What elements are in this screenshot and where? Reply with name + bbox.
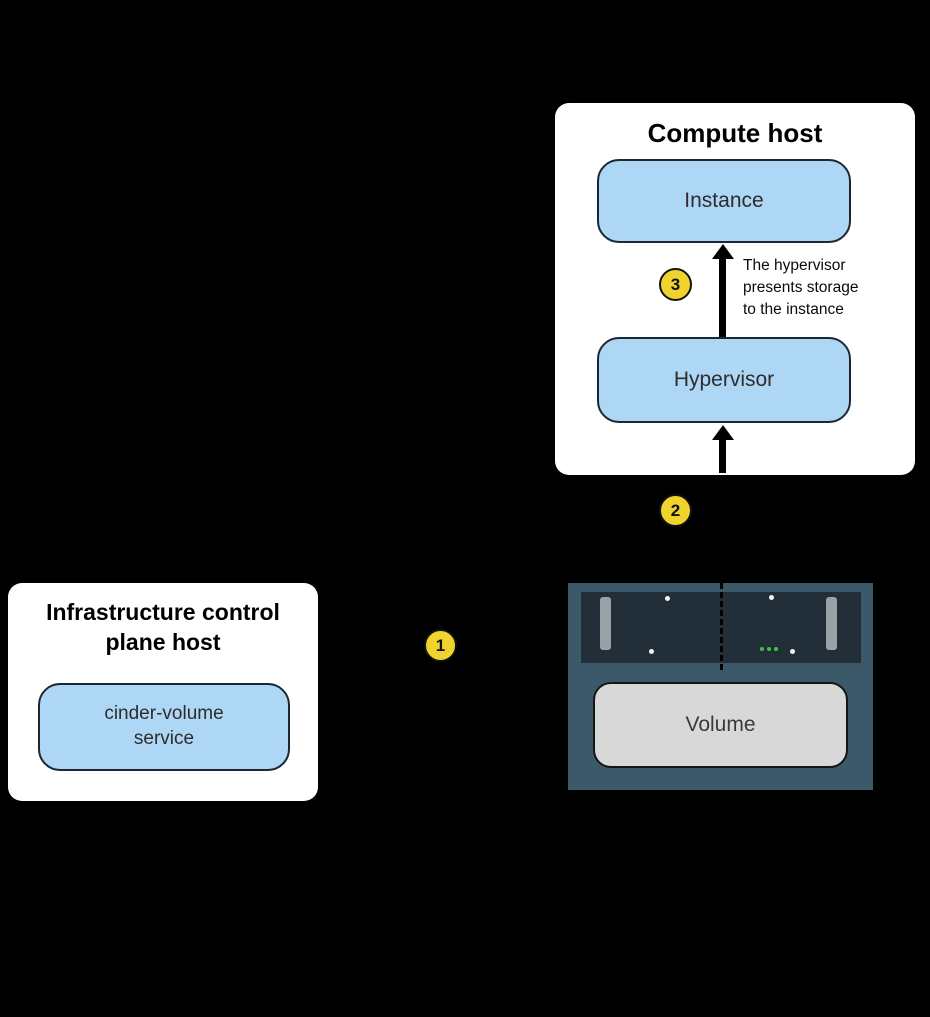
arrow-hypervisor-to-instance-head bbox=[712, 244, 734, 259]
hypervisor-label: Hypervisor bbox=[673, 368, 775, 391]
led-dot bbox=[790, 649, 795, 654]
annotation-line-1: The hypervisor bbox=[743, 257, 846, 274]
step-badge-1: 1 bbox=[424, 629, 457, 662]
cinder-volume-service-box: cinder-volume service bbox=[38, 683, 290, 771]
compute-host-box: Compute host Instance 3 The hypervisor p… bbox=[555, 103, 915, 475]
step-badge-3: 3 bbox=[659, 268, 692, 301]
storage-device: Volume bbox=[568, 583, 873, 790]
led-green-dot bbox=[760, 647, 764, 651]
annotation-line-2: presents storage bbox=[743, 279, 859, 296]
step-badge-2-number: 2 bbox=[670, 500, 681, 520]
arrow-storage-to-hypervisor-shaft bbox=[719, 438, 726, 473]
step-badge-2: 2 bbox=[659, 494, 692, 527]
annotation-text: The hypervisor presents storage to the i… bbox=[743, 255, 913, 321]
arrow-storage-to-hypervisor-head bbox=[712, 425, 734, 440]
dashed-divider bbox=[720, 583, 723, 670]
drive-bar-right bbox=[826, 597, 837, 650]
annotation-line-3: to the instance bbox=[743, 301, 844, 318]
led-green-dot bbox=[774, 647, 778, 651]
volume-box: Volume bbox=[593, 682, 848, 768]
instance-label: Instance bbox=[684, 189, 764, 212]
led-dot bbox=[649, 649, 654, 654]
volume-label: Volume bbox=[685, 713, 756, 736]
step-badge-3-number: 3 bbox=[670, 274, 681, 294]
drive-bar-left bbox=[600, 597, 611, 650]
led-green-dot bbox=[767, 647, 771, 651]
control-plane-host-title: Infrastructure control plane host bbox=[46, 599, 280, 655]
arrow-hypervisor-to-instance-shaft bbox=[719, 257, 726, 337]
led-dot bbox=[769, 595, 774, 600]
control-plane-host-box: Infrastructure control plane host cinder… bbox=[8, 583, 318, 801]
step-badge-1-number: 1 bbox=[435, 635, 446, 655]
cinder-volume-service-label: cinder-volume service bbox=[104, 703, 224, 749]
compute-host-title: Compute host bbox=[647, 118, 823, 148]
hypervisor-box: Hypervisor bbox=[597, 337, 851, 423]
led-dot bbox=[665, 596, 670, 601]
instance-box: Instance bbox=[597, 159, 851, 243]
